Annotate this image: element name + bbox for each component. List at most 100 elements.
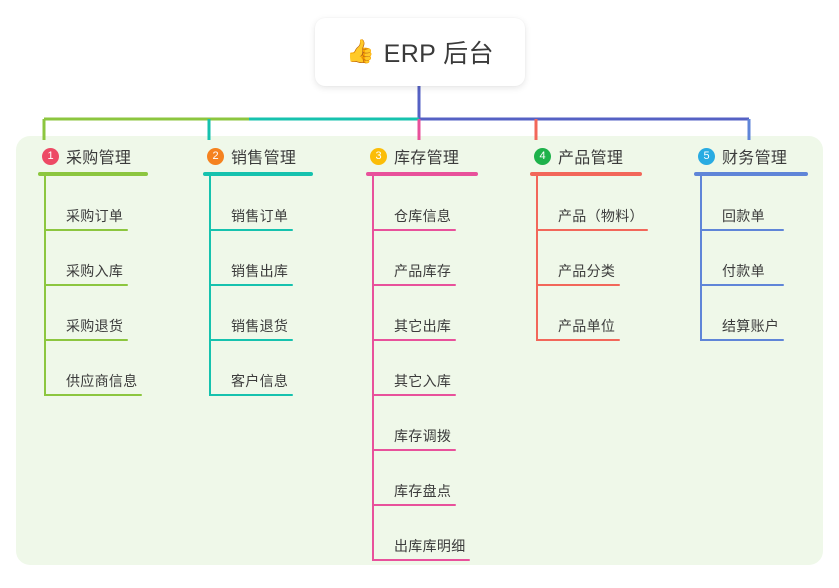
branch-item-label: 销售出库	[231, 263, 289, 279]
branch-item[interactable]: 其它出库	[372, 286, 478, 341]
branch-item-label: 其它出库	[394, 318, 452, 334]
branch-underline	[38, 172, 148, 176]
branch-item[interactable]: 客户信息	[209, 341, 313, 396]
root-title: ERP 后台	[383, 40, 494, 68]
branch-column: 5 财务管理回款单付款单结算账户	[694, 142, 808, 341]
branch-item-underline	[44, 229, 128, 231]
branch-item-label: 供应商信息	[66, 373, 138, 389]
branch-item-label: 其它入库	[394, 373, 452, 389]
branch-item-underline	[209, 229, 293, 231]
branch-item-label: 出库库明细	[394, 538, 466, 554]
branch-item[interactable]: 产品库存	[372, 231, 478, 286]
branch-item-list: 仓库信息产品库存其它出库其它入库库存调拨库存盘点出库库明细	[372, 176, 478, 561]
branch-underline	[530, 172, 642, 176]
branch-header[interactable]: 5 财务管理	[694, 142, 808, 170]
branch-item[interactable]: 销售退货	[209, 286, 313, 341]
branch-spine	[536, 176, 538, 341]
branch-spine	[209, 176, 211, 396]
branch-item-underline	[209, 339, 293, 341]
branch-item[interactable]: 仓库信息	[372, 176, 478, 231]
branch-item[interactable]: 采购退货	[44, 286, 148, 341]
branch-item-label: 付款单	[722, 263, 765, 279]
root-node[interactable]: 👍 ERP 后台	[315, 18, 525, 86]
branch-item-underline	[44, 394, 142, 396]
branch-item-list: 销售订单销售出库销售退货客户信息	[209, 176, 313, 396]
branch-item[interactable]: 采购入库	[44, 231, 148, 286]
branch-underline	[694, 172, 808, 176]
branch-item-label: 采购订单	[66, 208, 124, 224]
branch-item-label: 采购退货	[66, 318, 124, 334]
branch-item-underline	[372, 394, 456, 396]
branch-item[interactable]: 采购订单	[44, 176, 148, 231]
branch-title: 采购管理	[66, 150, 132, 167]
branch-item-label: 产品单位	[558, 318, 616, 334]
branch-item-label: 产品分类	[558, 263, 616, 279]
thumbs-up-icon: 👍	[346, 38, 375, 65]
branch-item-underline	[209, 394, 293, 396]
branch-item[interactable]: 产品单位	[536, 286, 642, 341]
branch-header[interactable]: 1 采购管理	[38, 142, 148, 170]
branch-header[interactable]: 3 库存管理	[366, 142, 478, 170]
branch-item-label: 结算账户	[722, 318, 780, 334]
branch-item-label: 采购入库	[66, 263, 124, 279]
branch-item-label: 仓库信息	[394, 208, 452, 224]
branch-item-label: 回款单	[722, 208, 765, 224]
branch-item-label: 产品（物料）	[558, 208, 644, 224]
branch-item[interactable]: 库存盘点	[372, 451, 478, 506]
branch-item[interactable]: 供应商信息	[44, 341, 148, 396]
branch-item[interactable]: 销售订单	[209, 176, 313, 231]
branch-number-badge: 2	[207, 147, 224, 165]
branch-column: 1 采购管理采购订单采购入库采购退货供应商信息	[38, 142, 148, 396]
branch-item[interactable]: 销售出库	[209, 231, 313, 286]
branch-number-badge: 5	[698, 147, 715, 165]
branch-column: 4 产品管理产品（物料） 产品分类产品单位	[530, 142, 648, 341]
branch-title: 产品管理	[558, 150, 624, 167]
branch-item[interactable]: 产品（物料）	[536, 176, 648, 231]
branch-item[interactable]: 出库库明细	[372, 506, 478, 561]
branch-item-list: 回款单付款单结算账户	[700, 176, 808, 341]
branch-item-underline	[44, 284, 128, 286]
branch-item-list: 产品（物料） 产品分类产品单位	[536, 176, 648, 341]
branch-item-underline	[536, 229, 648, 231]
branch-item-label: 产品库存	[394, 263, 452, 279]
branch-item[interactable]: 其它入库	[372, 341, 478, 396]
branch-item-label: 销售订单	[231, 208, 289, 224]
branch-item-label: 库存盘点	[394, 483, 452, 499]
branch-underline	[366, 172, 478, 176]
branch-spine	[44, 176, 46, 396]
branch-item-underline	[372, 229, 456, 231]
branch-column: 3 库存管理仓库信息产品库存其它出库其它入库库存调拨库存盘点出库库明细	[366, 142, 478, 561]
branch-item-underline	[700, 229, 784, 231]
branch-item-label: 库存调拨	[394, 428, 452, 444]
branch-item-underline	[209, 284, 293, 286]
branch-item-list: 采购订单采购入库采购退货供应商信息	[44, 176, 148, 396]
branch-item-label: 客户信息	[231, 373, 289, 389]
branch-underline	[203, 172, 313, 176]
branch-item-underline	[700, 339, 784, 341]
branch-item-underline	[536, 339, 620, 341]
branch-spine	[372, 176, 374, 561]
branch-item-underline	[44, 339, 128, 341]
branch-item-underline	[372, 504, 456, 506]
branch-item[interactable]: 付款单	[700, 231, 808, 286]
branch-item[interactable]: 结算账户	[700, 286, 808, 341]
branch-item-underline	[700, 284, 784, 286]
branch-number-badge: 4	[534, 147, 551, 165]
diagram-panel	[16, 136, 823, 565]
branch-item-underline	[536, 284, 620, 286]
branch-title: 库存管理	[394, 150, 460, 167]
branch-number-badge: 1	[42, 147, 59, 165]
branch-item[interactable]: 库存调拨	[372, 396, 478, 451]
branch-item-underline	[372, 339, 456, 341]
branch-item[interactable]: 回款单	[700, 176, 808, 231]
branch-title: 财务管理	[722, 150, 788, 167]
branch-item-label: 销售退货	[231, 318, 289, 334]
branch-item-underline	[372, 284, 456, 286]
branch-number-badge: 3	[370, 147, 387, 165]
branch-item[interactable]: 产品分类	[536, 231, 642, 286]
branch-item-underline	[372, 559, 470, 561]
branch-item-underline	[372, 449, 456, 451]
branch-header[interactable]: 4 产品管理	[530, 142, 642, 170]
